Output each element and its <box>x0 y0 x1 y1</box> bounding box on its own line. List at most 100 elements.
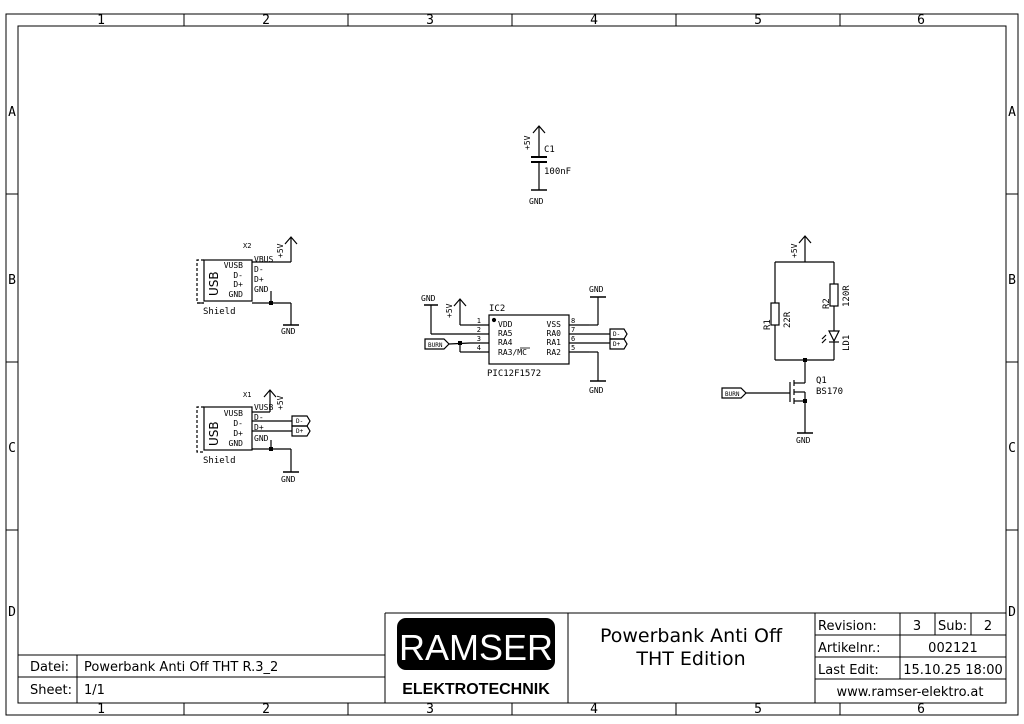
usb-connector-x2: USB X2 VUSB D- D+ GND VBUS D- D+ GND +5V… <box>196 236 299 336</box>
frame-labels: 1 2 3 4 5 6 1 2 3 4 5 6 A B C D A B C D <box>8 13 1016 717</box>
sheet-label: Sheet: <box>30 683 72 698</box>
ld1-ref: LD1 <box>842 335 852 351</box>
ic2-pin-name-ra4: RA4 <box>498 338 513 347</box>
x2-pin-vusb: VUSB <box>224 261 243 270</box>
file-value: Powerbank Anti Off THT R.3_2 <box>84 660 278 675</box>
ic2-ground-top-label: GND <box>589 285 604 294</box>
x1-ground-label: GND <box>281 475 296 484</box>
sheet-frame <box>5 13 1019 716</box>
ic2-pin-name-ra0: RA0 <box>547 329 562 338</box>
row-label-d-right: D <box>1008 605 1016 620</box>
col-label-3: 3 <box>426 13 434 28</box>
sub-label: Sub: <box>938 619 967 634</box>
x2-ref: X2 <box>243 242 251 250</box>
x1-pin-dp: D+ <box>233 429 243 438</box>
title-line-1: Powerbank Anti Off <box>600 625 783 647</box>
x2-pin-dp: D+ <box>233 280 243 289</box>
ic2-pin-name-ra3: RA3/MC <box>498 348 527 357</box>
ic2-pin-num-2: 2 <box>477 326 481 334</box>
row-label-b: B <box>8 273 16 288</box>
ic2-pin-num-4: 4 <box>477 344 481 352</box>
ic2-pin-num-7: 7 <box>571 326 575 334</box>
ic2-ref: IC2 <box>489 304 505 314</box>
x1-pin-dm: D- <box>233 419 243 428</box>
ic2-part: PIC12F1572 <box>487 369 541 379</box>
col-label-4: 4 <box>590 13 598 28</box>
x1-port-dp: D+ <box>296 428 304 435</box>
last-edit-value: 15.10.25 18:00 <box>903 663 1003 678</box>
col-label-1-bottom: 1 <box>97 702 105 717</box>
r1-value: 22R <box>783 311 793 328</box>
ic2-pin-name-ra2: RA2 <box>547 348 562 357</box>
x1-pin-gnd: GND <box>229 439 244 448</box>
x1-port-dm: D- <box>296 418 303 425</box>
logo-badge <box>397 618 555 670</box>
ic2-pin-num-6: 6 <box>571 335 575 343</box>
ic2-supply-label: +5V <box>445 303 454 318</box>
x2-pin-dm: D- <box>233 271 243 280</box>
title-line-2: THT Edition <box>635 648 745 670</box>
col-label-2-bottom: 2 <box>262 702 270 717</box>
ic2-pin-num-8: 8 <box>571 317 575 325</box>
article-label: Artikelnr.: <box>818 641 881 656</box>
row-label-b-right: B <box>1008 273 1016 288</box>
row-label-c: C <box>8 441 16 456</box>
x1-net-dp: D+ <box>254 423 264 432</box>
x2-pin-gnd: GND <box>229 290 244 299</box>
r2-ref: R2 <box>822 298 832 309</box>
ic2-pin-name-vdd: VDD <box>498 320 513 329</box>
x2-shield-label: Shield <box>203 307 236 317</box>
ic2-pin-num-1: 1 <box>477 317 481 325</box>
x2-net-dp: D+ <box>254 275 264 284</box>
col-label-6: 6 <box>917 13 925 28</box>
x2-net-dm: D- <box>254 265 264 274</box>
c1-ground-label: GND <box>529 197 544 206</box>
col-label-5-bottom: 5 <box>754 702 762 717</box>
r2-value: 120R <box>842 285 852 307</box>
col-label-3-bottom: 3 <box>426 702 434 717</box>
row-label-a: A <box>8 105 16 120</box>
x2-net-vbus: VBUS <box>254 255 273 264</box>
article-value: 002121 <box>928 641 978 656</box>
x1-ref: X1 <box>243 391 251 399</box>
microcontroller-ic2: IC2 PIC12F1572 1 2 3 4 VDD RA5 RA4 RA3/M… <box>421 285 628 395</box>
x1-shield-label: Shield <box>203 456 236 466</box>
x1-net-gnd: GND <box>254 434 269 443</box>
col-label-4-bottom: 4 <box>590 702 598 717</box>
q1-value: BS170 <box>816 387 843 397</box>
x2-net-gnd: GND <box>254 285 269 294</box>
company-website: www.ramser-elektro.at <box>837 685 984 700</box>
logo-subtitle: ELEKTROTECHNIK <box>402 681 550 698</box>
x1-net-dm: D- <box>254 413 264 422</box>
c1-value: 100nF <box>544 167 571 177</box>
ic2-port-burn: BURN <box>428 342 443 349</box>
last-edit-label: Last Edit: <box>818 663 879 678</box>
r1-ref: R1 <box>763 319 773 330</box>
company-logo: RAMSER ELEKTROTECHNIK <box>397 618 555 698</box>
capacitor-c1: +5V C1 100nF GND <box>523 125 571 206</box>
led-stage-supply-label: +5V <box>790 243 799 258</box>
x2-ground-label: GND <box>281 327 296 336</box>
x1-net-vusb: VUSB <box>254 403 273 412</box>
q1-ref: Q1 <box>816 376 827 386</box>
c1-ref: C1 <box>544 145 555 155</box>
x1-supply-label: +5V <box>276 395 285 410</box>
led-driver-stage: +5V R1 22R R2 120R LD1 Q1 BS170 BURN GND <box>721 235 852 445</box>
led-stage-ground-label: GND <box>796 436 811 445</box>
title-block <box>18 612 1006 703</box>
col-label-5: 5 <box>754 13 762 28</box>
ic2-pin-name-ra5: RA5 <box>498 329 513 338</box>
ic2-port-dm: D- <box>613 331 620 338</box>
usb-connector-x1: USB X1 VUSB D- D+ GND VUSB D- D+ GND +5V… <box>196 389 311 484</box>
x2-type: USB <box>207 271 221 296</box>
ic2-pin-num-5: 5 <box>571 344 575 352</box>
row-label-c-right: C <box>1008 441 1016 456</box>
col-label-2: 2 <box>262 13 270 28</box>
sheet-value: 1/1 <box>84 683 105 698</box>
q1-port-burn: BURN <box>725 391 740 398</box>
sub-value: 2 <box>984 619 992 634</box>
ic2-ground-left-label: GND <box>421 294 436 303</box>
ic2-port-dp: D+ <box>613 341 621 348</box>
row-label-a-right: A <box>1008 105 1016 120</box>
